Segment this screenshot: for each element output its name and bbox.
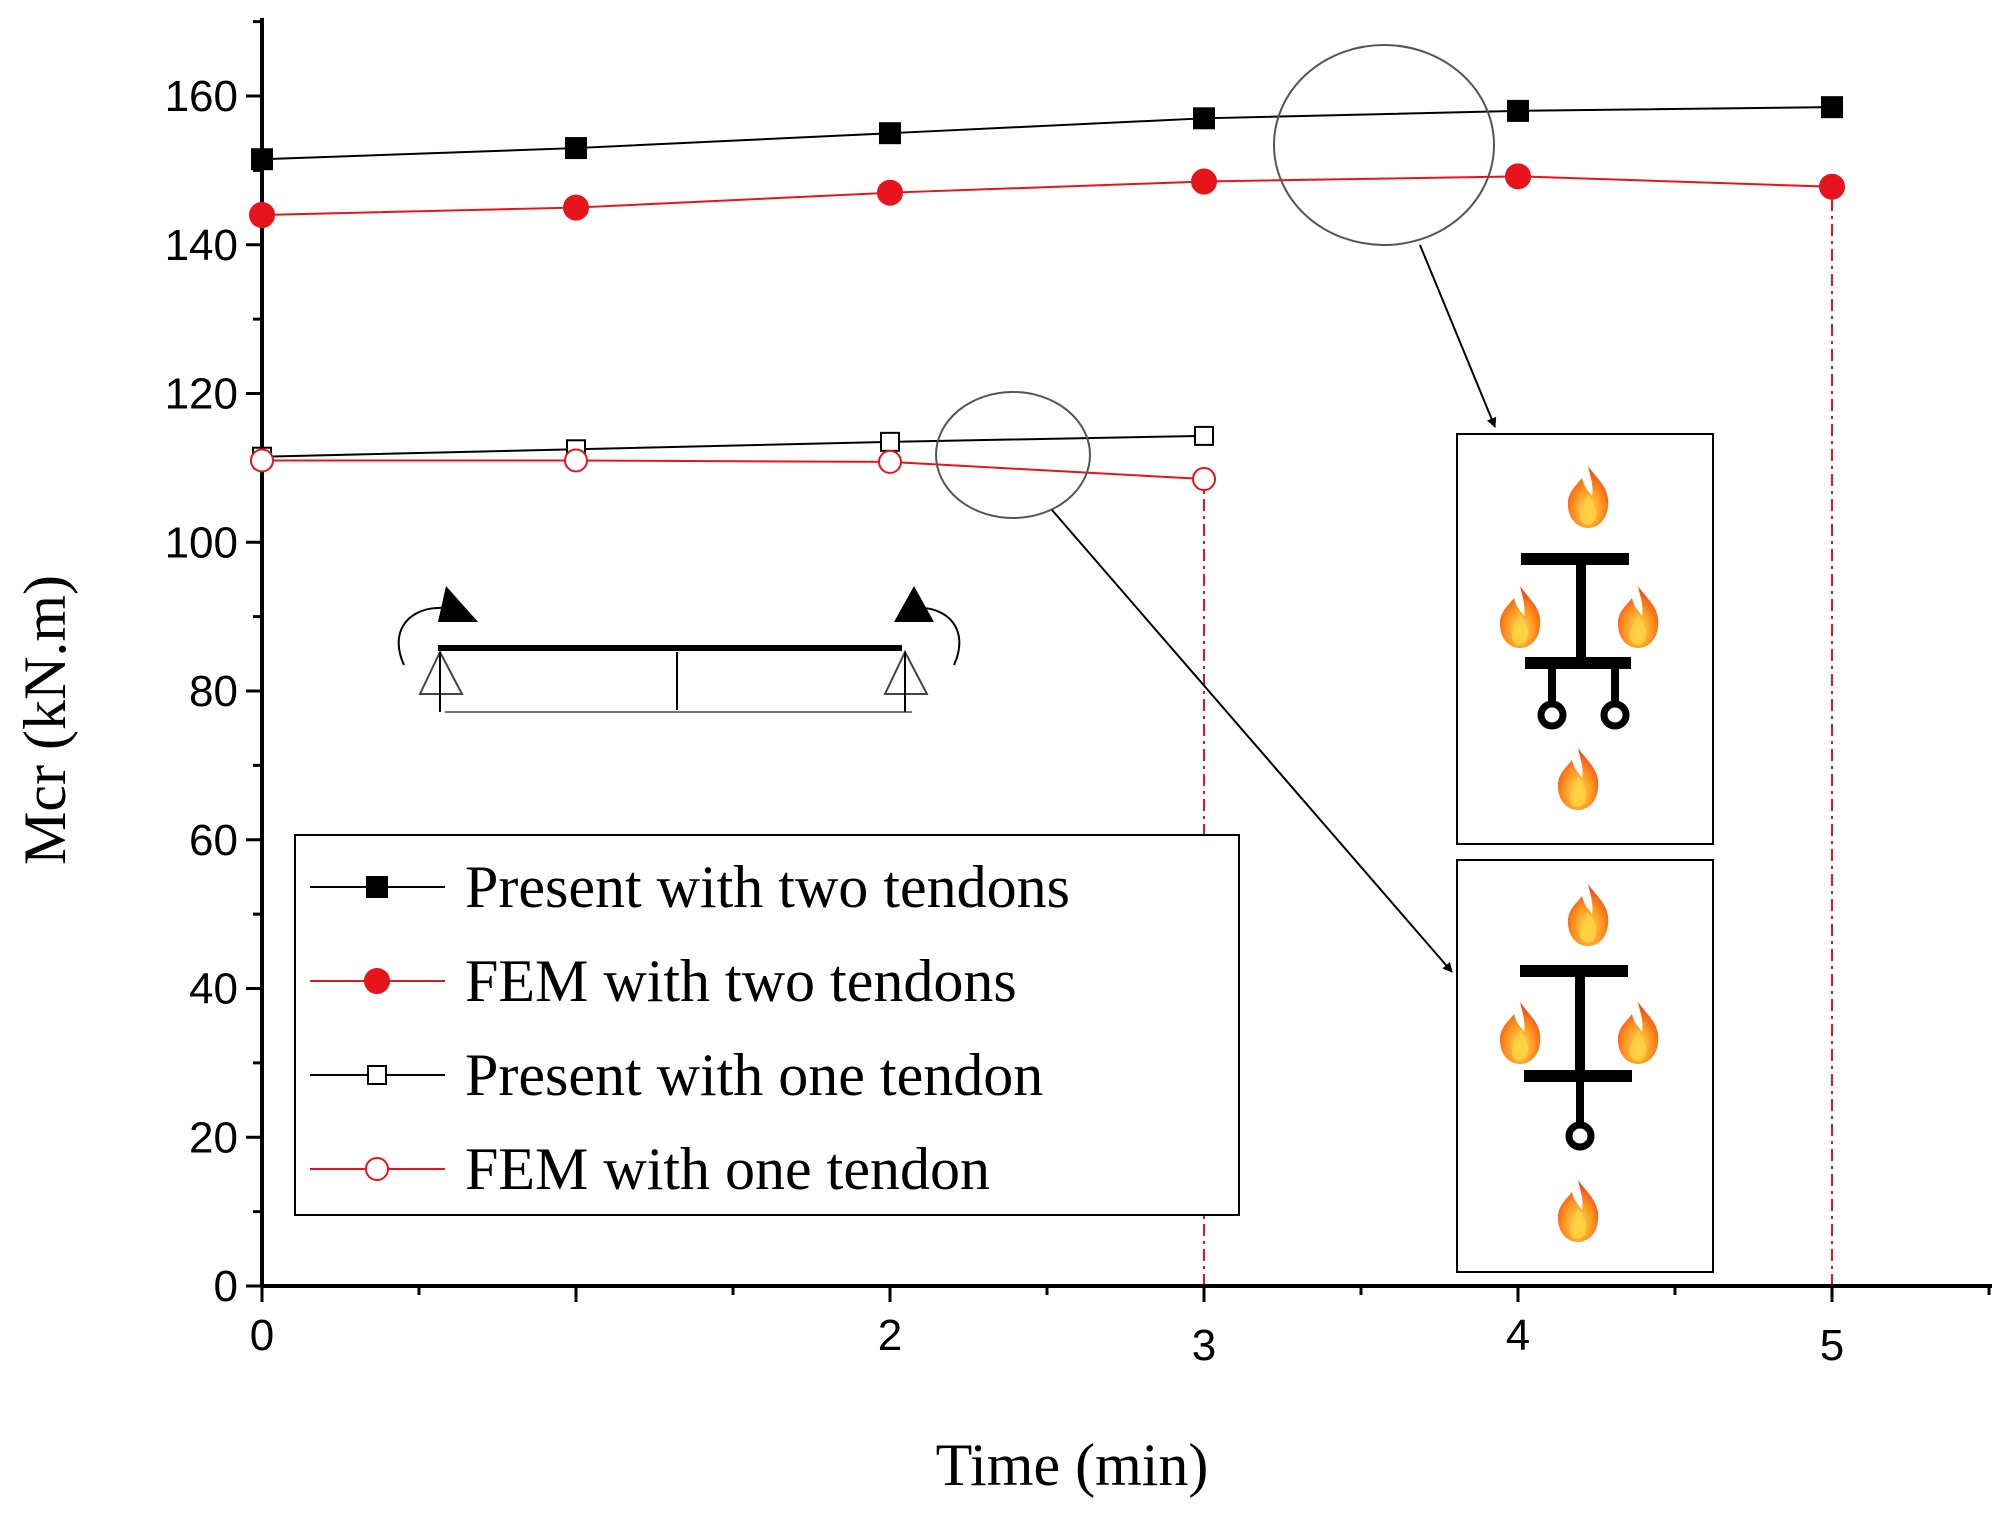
- data-point: [1193, 107, 1215, 130]
- data-point: [250, 448, 274, 473]
- legend-item: FEM with one tendon: [310, 1136, 990, 1202]
- callout-arrow-two-tendons: [1419, 244, 1497, 428]
- callout-ellipse-one-tendon: [935, 391, 1091, 519]
- series-layer: [249, 96, 1845, 492]
- y-axis-title: Mcr (kN.m): [12, 575, 78, 865]
- data-point: [1819, 173, 1845, 200]
- series-line: [261, 175, 1833, 216]
- x-tick-label: 2: [878, 1311, 902, 1360]
- legend-label: Present with one tendon: [465, 1042, 1043, 1108]
- y-ticks: 0 20 40 60 80 100 120 140 160: [165, 20, 262, 1311]
- data-point: [1507, 99, 1529, 122]
- x-ticks: 0 2 3 4 5: [250, 1286, 1991, 1370]
- legend-label: Present with two tendons: [465, 854, 1070, 920]
- series-2: [249, 163, 1845, 228]
- data-point: [880, 431, 900, 452]
- tendon-icon: [1600, 700, 1630, 730]
- y-tick-label: 60: [189, 816, 238, 865]
- callout-ellipse-two-tendons: [1273, 44, 1495, 246]
- y-tick-label: 80: [189, 667, 238, 716]
- data-point: [564, 448, 588, 473]
- legend-item: Present with two tendons: [310, 854, 1070, 920]
- data-point: [879, 122, 901, 145]
- data-point: [1505, 163, 1531, 190]
- callouts: [935, 44, 1497, 973]
- legend-item: Present with one tendon: [310, 1042, 1043, 1108]
- legend-box: [294, 834, 1240, 1216]
- legend-swatch-marker: [365, 1157, 389, 1181]
- data-point: [563, 194, 589, 221]
- data-point: [1194, 425, 1214, 446]
- legend-item: FEM with two tendons: [310, 948, 1017, 1014]
- beam-schematic: [397, 586, 961, 713]
- tendon-icon: [1565, 1121, 1595, 1151]
- legend-swatch-marker: [367, 1065, 387, 1085]
- data-point: [877, 179, 903, 206]
- inset-two-tendon-section: [1456, 433, 1714, 845]
- axes: 0 20 40 60 80 100 120 140 160 0 2 3 4 5: [165, 18, 1992, 1370]
- y-tick-label: 160: [165, 72, 238, 121]
- series-line: [262, 459, 1205, 481]
- legend-label: FEM with two tendons: [465, 948, 1017, 1014]
- x-tick-label: 3: [1192, 1321, 1216, 1370]
- data-point: [249, 202, 275, 228]
- series-line: [261, 106, 1833, 161]
- y-tick-label: 100: [165, 518, 238, 567]
- y-tick-label: 140: [165, 221, 238, 270]
- x-tick-label: 0: [250, 1311, 274, 1360]
- data-point: [565, 137, 587, 160]
- data-point: [878, 449, 902, 474]
- tendon-icon: [1537, 700, 1567, 730]
- series-line: [261, 434, 1205, 458]
- series-4: [250, 448, 1216, 492]
- legend-label: FEM with one tendon: [465, 1136, 990, 1202]
- callout-arrow-one-tendon: [1051, 509, 1453, 973]
- data-point: [1191, 168, 1217, 195]
- legend-swatch-marker: [366, 876, 388, 898]
- y-tick-label: 40: [189, 965, 238, 1014]
- data-point: [1192, 467, 1216, 492]
- x-axis-title: Time (min): [936, 1432, 1209, 1498]
- x-tick-label: 5: [1820, 1321, 1844, 1370]
- data-point: [251, 148, 273, 171]
- legend-swatch-marker: [364, 968, 390, 994]
- y-tick-label: 20: [189, 1113, 238, 1162]
- inset-one-tendon-section: [1456, 859, 1714, 1273]
- data-point: [1821, 96, 1843, 119]
- y-tick-label: 0: [214, 1262, 238, 1311]
- y-tick-label: 120: [165, 370, 238, 419]
- series-1: [251, 96, 1843, 171]
- moment-arrow-icon: [397, 606, 445, 666]
- x-tick-label: 4: [1506, 1311, 1530, 1360]
